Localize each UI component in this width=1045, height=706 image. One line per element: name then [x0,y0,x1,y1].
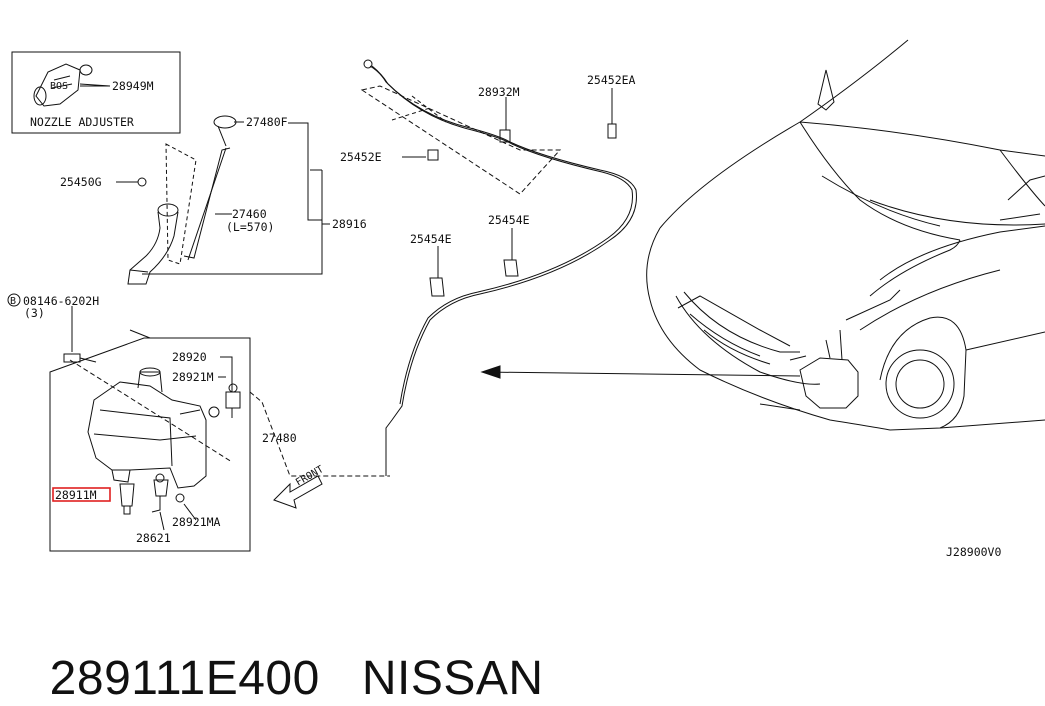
label-28916: 28916 [332,217,367,231]
grommet-28921ma-icon [175,493,185,503]
clip-25454e-left-icon [429,277,445,297]
label-28932m: 28932M [478,85,520,99]
washer-tank-icon [87,367,207,489]
washer-pump-28621-icon [151,473,169,513]
bolt-icon [63,353,97,363]
label-25452ea: 25452EA [587,73,636,87]
label-bolt-symbol: B [10,296,16,307]
clip-28932m-icon [499,129,511,143]
footer-caption: 289111E400 NISSAN [22,596,544,706]
nozzle-adjuster-box [11,51,181,134]
label-28920: 28920 [172,350,207,364]
footer-brand: NISSAN [361,652,544,705]
label-bolt-qty: (3) [24,306,45,320]
label-logo-text: BOS [50,81,68,92]
level-sensor-28911m-icon [119,483,135,515]
washer-pump-28920-icon [225,383,241,418]
clip-25454e-right-icon [503,259,519,277]
label-28621: 28621 [136,531,171,545]
cap-25450g-icon [137,177,147,187]
footer-part-number: 289111E400 [49,652,320,705]
reservoir-box [49,337,251,552]
label-25452e: 25452E [340,150,382,164]
label-28911m: 28911M [55,488,97,502]
label-nozzle-adjuster: NOZZLE ADJUSTER [30,115,134,129]
label-28949m: 28949M [112,79,154,93]
washer-hose-line [369,65,637,476]
label-27460: 27460 [232,207,267,221]
bolt-symbol-circle [7,293,21,307]
filler-neck-icon [127,203,179,285]
clip-25452e-icon [427,149,439,161]
label-27480: 27480 [262,431,297,445]
vehicle-front-illustration [646,39,1045,431]
clip-25452ea-icon [607,123,617,139]
label-25454e-right: 25454E [488,213,530,227]
label-28921ma: 28921MA [172,515,221,529]
label-27480f: 27480F [246,115,288,129]
grommet-28921m-icon [208,406,220,418]
label-bolt: 08146-6202H [23,294,99,308]
pointer-arrowhead [480,365,501,379]
part-28911m-highlight [52,487,111,502]
nozzle-adjuster-tool-icon [33,63,111,107]
diagram-code: J28900V0 [946,545,1001,559]
label-28921m: 28921M [172,370,214,384]
label-27460-length: (L=570) [226,220,274,234]
filler-bracket-icon [165,115,237,265]
front-arrow-icon [273,475,323,509]
label-25454e-left: 25454E [410,232,452,246]
parts-diagram: 28949M NOZZLE ADJUSTER BOS 27480F 25450G… [7,39,1045,559]
label-25450g: 25450G [60,175,102,189]
